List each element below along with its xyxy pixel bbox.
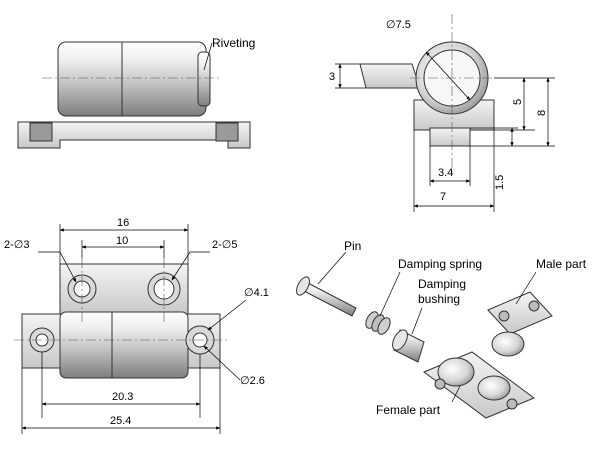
damping-spring-label: Damping spring <box>398 257 482 271</box>
front-view-rivet-head <box>197 51 211 107</box>
front-view-left-hole <box>29 122 53 142</box>
side-view-left-flange <box>359 63 421 89</box>
pin-leader <box>317 251 347 285</box>
side-view-stem <box>429 127 471 147</box>
dim-side-diameter: ∅7.5 <box>386 19 411 31</box>
damping-bushing-part <box>392 329 425 363</box>
damping-spring-part <box>365 311 391 335</box>
female-part <box>422 351 536 419</box>
side-view: ∅7.5 3 5 8 3.4 1.5 7 <box>329 14 555 212</box>
dim-side-width-7: 7 <box>440 191 446 203</box>
male-part-leader <box>515 271 537 305</box>
dim-top-width-16: 16 <box>117 217 129 229</box>
riveting-label: Riveting <box>212 36 255 50</box>
dim-hole-2-6: ∅2.6 <box>240 375 265 387</box>
female-part-label: Female part <box>376 403 441 417</box>
female-part-leader <box>451 385 461 403</box>
dim-hole-4-1: ∅4.1 <box>244 287 269 299</box>
damping-bushing-label-line2: bushing <box>418 292 460 306</box>
dim-side-height-1-5: 1.5 <box>494 175 506 190</box>
dim-holes-2x5: 2-∅5 <box>212 239 237 251</box>
front-view-base-plate <box>17 121 251 149</box>
dim-side-height-3: 3 <box>329 71 335 83</box>
top-view: 16 10 2-∅3 2-∅5 ∅4.1 ∅2.6 20.3 25.4 <box>4 217 269 434</box>
front-view-cylinder <box>57 41 207 117</box>
male-part-label: Male part <box>536 257 587 271</box>
damping-bushing-leader <box>411 307 423 335</box>
dim-side-height-8: 8 <box>536 110 548 116</box>
dim-length-20-3: 20.3 <box>112 391 133 403</box>
pin-part <box>296 276 357 317</box>
pin-label: Pin <box>344 239 361 253</box>
front-view: Riveting <box>17 36 255 149</box>
exploded-view: Pin Damping spring Damping bushing Male … <box>296 239 587 419</box>
front-view-right-hole <box>215 122 239 142</box>
top-view-cylinder <box>59 311 189 379</box>
dim-side-width-3-4: 3.4 <box>438 167 453 179</box>
damping-spring-leader <box>379 271 401 317</box>
dim-side-height-5: 5 <box>512 99 524 105</box>
male-part <box>487 291 553 357</box>
damping-bushing-label-line1: Damping <box>418 277 466 291</box>
dim-length-25-4: 25.4 <box>110 415 131 427</box>
riveting-leader <box>203 42 213 71</box>
dim-top-width-10: 10 <box>116 235 128 247</box>
dim-holes-2x3: 2-∅3 <box>4 239 29 251</box>
